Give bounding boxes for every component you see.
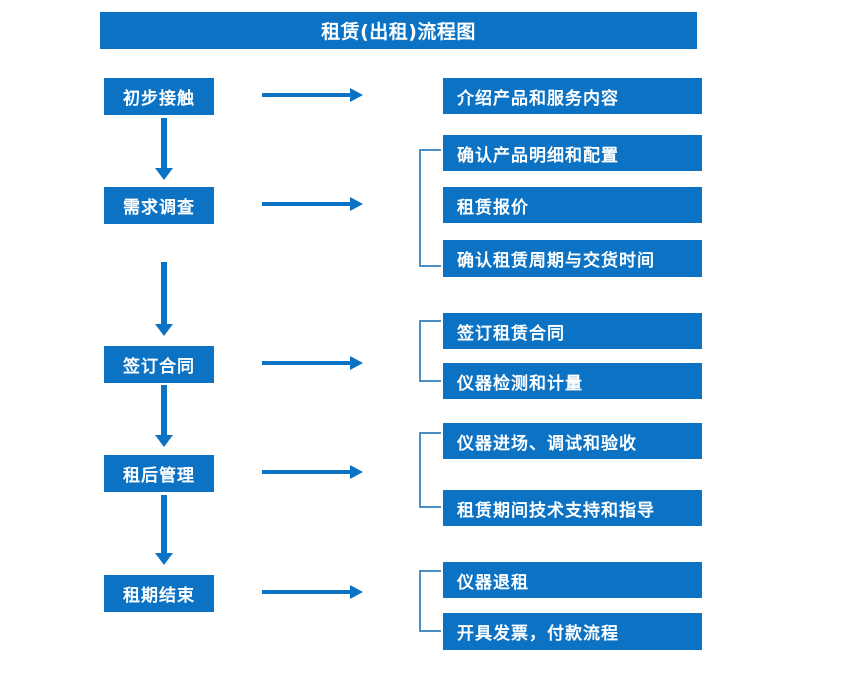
detail-box-4-2[interactable]: 租赁期间技术支持和指导 [443,490,702,526]
detail-box-3-2[interactable]: 仪器检测和计量 [443,363,702,399]
detail-label: 介绍产品和服务内容 [457,88,619,109]
detail-label: 租赁期间技术支持和指导 [457,500,655,521]
diagram-title-bar: 租赁(出租)流程图 [100,12,697,49]
page-title: 租赁(出租)流程图 [321,21,476,43]
detail-box-2-2[interactable]: 租赁报价 [443,187,702,223]
stage-box-3[interactable]: 签订合同 [104,346,214,383]
stage-label-2: 需求调查 [123,198,195,218]
detail-box-4-1[interactable]: 仪器进场、调试和验收 [443,423,702,459]
detail-label: 开具发票，付款流程 [457,624,619,644]
right-arrow-icon [262,356,363,370]
right-arrow-icon [262,197,363,211]
detail-label: 仪器检测和计量 [457,373,583,394]
detail-box-5-1[interactable]: 仪器退租 [443,562,702,598]
down-arrow-icon [155,385,173,447]
detail-box-3-1[interactable]: 签订租赁合同 [443,313,702,349]
stage-label-5: 租期结束 [123,586,195,606]
down-arrow-icon [155,118,173,180]
stage-box-2[interactable]: 需求调查 [104,187,214,224]
stage-box-1[interactable]: 初步接触 [104,78,214,115]
detail-label: 仪器进场、调试和验收 [457,433,637,454]
detail-label: 确认产品明细和配置 [457,145,619,166]
group-bracket-2 [419,149,441,267]
detail-box-5-2[interactable]: 开具发票，付款流程 [443,613,702,650]
detail-label: 确认租赁周期与交货时间 [457,251,655,271]
stage-box-5[interactable]: 租期结束 [104,575,214,612]
detail-box-2-1[interactable]: 确认产品明细和配置 [443,135,702,171]
stage-label-1: 初步接触 [123,89,195,109]
stage-label-3: 签订合同 [123,357,195,377]
detail-box-2-3[interactable]: 确认租赁周期与交货时间 [443,240,702,277]
detail-label: 租赁报价 [457,197,529,218]
right-arrow-icon [262,465,363,479]
down-arrow-icon [155,495,173,565]
detail-label: 仪器退租 [457,572,529,593]
stage-label-4: 租后管理 [123,466,195,486]
detail-box-1-1[interactable]: 介绍产品和服务内容 [443,78,702,114]
right-arrow-icon [262,585,363,599]
group-bracket-3 [419,320,441,382]
stage-box-4[interactable]: 租后管理 [104,455,214,492]
detail-label: 签订租赁合同 [457,323,565,344]
right-arrow-icon [262,88,363,102]
down-arrow-icon [155,262,173,336]
group-bracket-5 [419,570,441,632]
group-bracket-4 [419,432,441,508]
